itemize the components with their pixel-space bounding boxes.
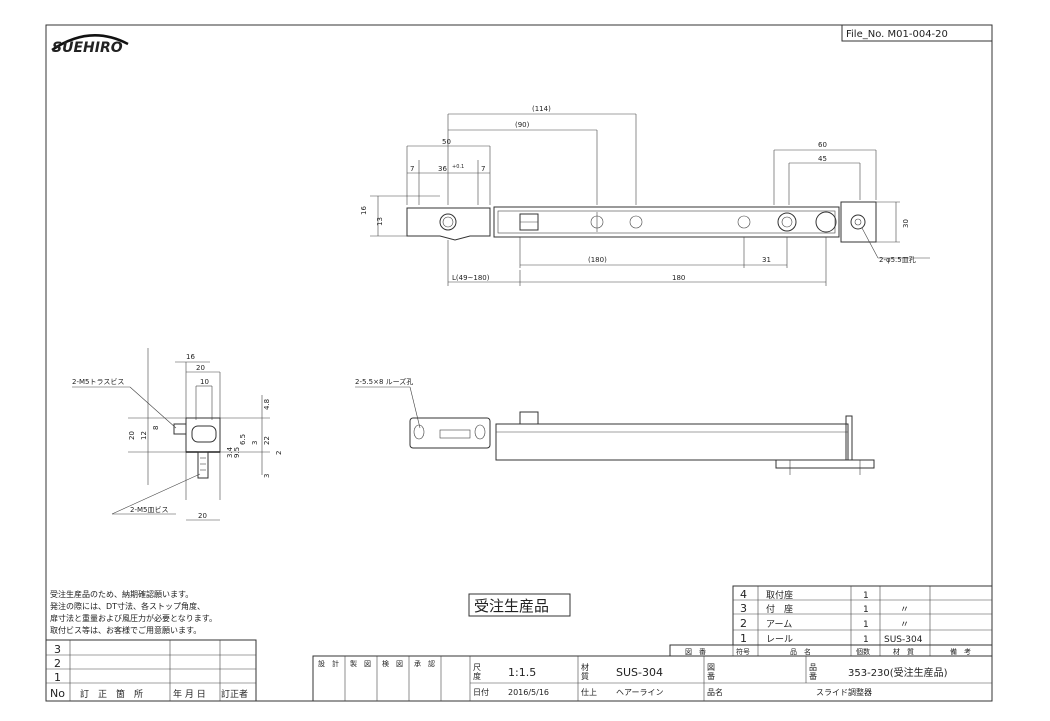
- note-line-4: 取付ビス等は、お客様でご用意願います。: [50, 625, 201, 635]
- dim-30: 30: [902, 219, 910, 228]
- file-number: File_No. M01-004-20: [846, 29, 948, 40]
- side-view: 16 20 10 4.8 6.5 3.4 9.5 3 22 2 3 20 12: [72, 348, 283, 521]
- part-2-name: アーム: [766, 619, 792, 630]
- side-dim-16: 16: [186, 353, 195, 361]
- parts-header-drawing-no: 図 番: [685, 648, 706, 656]
- made-to-order-stamp: [468, 593, 571, 617]
- title-approval-label: 承 認: [414, 659, 435, 668]
- title-name-label: 品名: [707, 687, 723, 697]
- side-dim-8: 8: [152, 426, 160, 430]
- parts-header-material: 材 質: [893, 647, 914, 656]
- part-2-material: 〃: [900, 620, 909, 630]
- title-block: 設 計 製 図 検 図 承 認 尺度 1:1.5 材質 SUS-304 図番 品…: [312, 655, 993, 702]
- dim-50: 50: [442, 138, 451, 146]
- note-line-2: 発注の際には、DT寸法、各ストップ角度、: [50, 601, 205, 611]
- dim-7-right: 7: [481, 165, 485, 173]
- side-dim-20-bottom: 20: [198, 512, 207, 520]
- part-1-qty: 1: [863, 635, 869, 645]
- title-material-label: 材質: [581, 662, 589, 681]
- dim-16: 16: [360, 206, 368, 215]
- side-dim-20-top: 20: [196, 364, 205, 372]
- title-product-name: スライド調整器: [816, 687, 872, 697]
- dim-45: 45: [818, 155, 827, 163]
- part-2-qty: 1: [863, 620, 869, 630]
- part-1-no: 1: [740, 632, 747, 645]
- dim-36: 36: [438, 165, 447, 173]
- title-part-no: 353-230(受注生産品): [848, 666, 948, 679]
- dim-114: (114): [532, 105, 551, 113]
- side-dim-4-8: 4.8: [263, 399, 271, 410]
- front-view: 2-5.5×8 ルーズ孔: [355, 377, 875, 475]
- dim-180-ref: (180): [588, 256, 607, 264]
- part-4-name: 取付座: [766, 589, 793, 601]
- file-no-box: [841, 24, 993, 42]
- revision-table: 3 2 1 No 訂 正 箇 所 年 月 日 訂正者: [45, 639, 257, 702]
- dim-36-tolerance: +0.1: [452, 164, 464, 170]
- side-dim-22: 22: [263, 436, 271, 445]
- title-drawing-no-label: 図番: [707, 663, 715, 681]
- dim-7-left: 7: [410, 165, 414, 173]
- revision-row-3: 3: [54, 643, 61, 656]
- side-dim-20-left: 20: [128, 431, 136, 440]
- title-scale-label: 尺度: [473, 663, 481, 681]
- title-scale: 1:1.5: [508, 666, 536, 679]
- title-finish: ヘアーライン: [616, 688, 664, 697]
- part-3-qty: 1: [863, 605, 869, 615]
- side-dim-3-upper: 3: [251, 441, 259, 445]
- revision-header-change: 訂 正 箇 所: [80, 688, 143, 700]
- part-1-name: レール: [766, 635, 793, 645]
- part-3-no: 3: [740, 602, 747, 615]
- logo-text: SUEHIRO: [52, 40, 123, 56]
- dim-13: 13: [376, 217, 384, 226]
- parts-header-name: 品 名: [790, 647, 811, 656]
- stamp-text: 受注生産品: [474, 597, 549, 615]
- side-dim-3-lower: 3: [263, 474, 271, 478]
- dim-180: 180: [672, 274, 685, 282]
- revision-header-no: No: [50, 687, 65, 700]
- parts-header-code: 符号: [736, 647, 750, 656]
- note-line-3: 扉寸法と重量および風圧力が必要となります。: [50, 613, 217, 623]
- note-line-1: 受注生産品のため、納期確認願います。: [50, 589, 193, 599]
- dim-90: (90): [515, 121, 530, 129]
- part-1-material: SUS-304: [884, 635, 923, 645]
- dim-31: 31: [762, 256, 771, 264]
- screw-note-truss: 2-M5トラスビス: [72, 377, 124, 386]
- revision-header-person: 訂正者: [221, 688, 248, 700]
- revision-row-1: 1: [54, 671, 61, 684]
- title-material: SUS-304: [616, 666, 663, 679]
- title-drafting-label: 製 図: [350, 659, 371, 668]
- dim-l-range: L(49~180): [452, 274, 490, 282]
- title-date: 2016/5/16: [508, 688, 549, 697]
- side-dim-9-5: 9.5: [233, 447, 241, 458]
- side-dim-3-4: 3.4: [226, 446, 234, 458]
- parts-header-qty: 個数: [856, 647, 870, 656]
- title-part-no-label: 品番: [809, 663, 817, 681]
- title-design-label: 設 計: [318, 659, 339, 668]
- title-date-label: 日付: [473, 687, 489, 697]
- top-view: (114) (90) 50 7 36 +0.1 7 16 13: [360, 105, 930, 286]
- part-3-name: 付 座: [766, 603, 793, 615]
- part-2-no: 2: [740, 617, 747, 630]
- parts-table: 4 取付座 1 3 付 座 1 〃 2 アーム 1 〃 1 レール 1 SUS-…: [669, 585, 993, 657]
- hole-note-front: 2-5.5×8 ルーズ孔: [355, 377, 413, 386]
- part-3-material: 〃: [900, 605, 909, 615]
- dim-60: 60: [818, 141, 827, 149]
- side-dim-10: 10: [200, 378, 209, 386]
- parts-header-remarks: 備 考: [950, 647, 971, 656]
- notes-block: 受注生産品のため、納期確認願います。 発注の際には、DT寸法、各ストップ角度、 …: [50, 589, 217, 635]
- revision-row-2: 2: [54, 657, 61, 670]
- screw-note-flat: 2-M5皿ビス: [130, 505, 168, 514]
- side-dim-6-5: 6.5: [239, 434, 247, 445]
- revision-header-date: 年 月 日: [173, 688, 206, 700]
- part-4-qty: 1: [863, 591, 869, 601]
- side-dim-2: 2: [275, 451, 283, 455]
- part-4-no: 4: [740, 588, 747, 601]
- title-finish-label: 仕上: [581, 687, 597, 697]
- suehiro-logo: SUEHIRO: [51, 34, 129, 56]
- title-check-label: 検 図: [382, 659, 403, 668]
- hole-note-top: 2-φ5.5皿孔: [879, 256, 916, 264]
- side-dim-12: 12: [140, 431, 148, 440]
